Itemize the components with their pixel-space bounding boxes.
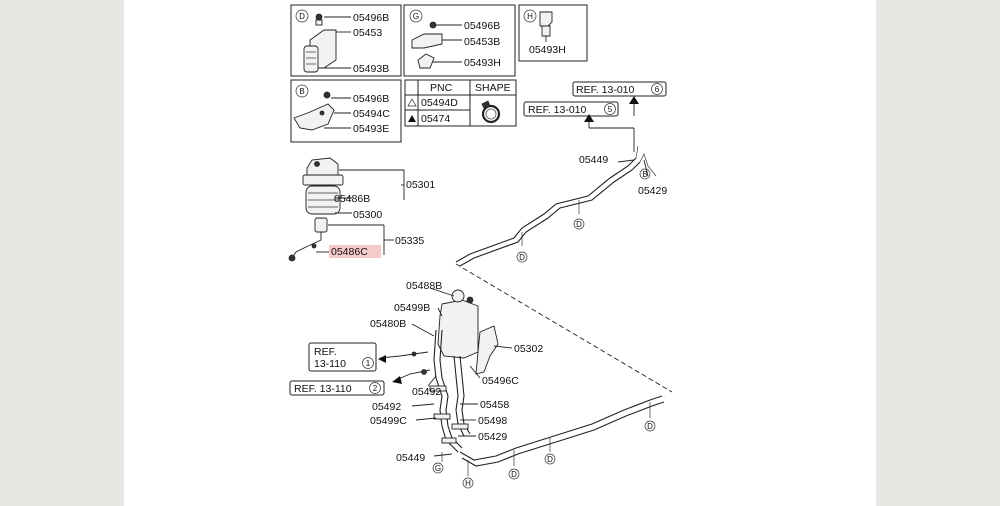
ref-13-110-1-line1: REF.: [314, 346, 337, 358]
inset-g: G 05496B 05453B 05493H: [403, 4, 516, 77]
inset-b-letter: B: [299, 87, 304, 96]
lower-clip-h: H: [465, 479, 471, 488]
filter-label-05486b: 05486B: [334, 193, 370, 205]
upper-pipe-assembly: 05449 05429 B D D: [455, 145, 667, 267]
reservoir-assembly: 05488B 05499B 05480B 05302 05496C 05492 …: [370, 280, 665, 489]
res-label-05480b: 05480B: [370, 318, 406, 330]
ref-13-110-2[interactable]: REF. 13-110 2: [289, 380, 385, 396]
inset-g-letter: G: [413, 12, 419, 21]
ref-13-010-5-num: 5: [608, 105, 613, 114]
inset-d-part-1: 05496B: [353, 12, 389, 24]
res-label-05499c: 05499C: [370, 415, 407, 427]
ref-13-110-1[interactable]: REF. 13-110 1: [308, 342, 377, 372]
lower-clip-d3: D: [647, 422, 653, 431]
hose-clamp-icon: [481, 104, 501, 124]
inset-b-part-3: 05493E: [353, 123, 389, 135]
ref-13-010-5[interactable]: REF. 13-010 5: [523, 101, 619, 117]
ref-13-010-5-label: REF. 13-010: [528, 104, 587, 116]
res-label-05429: 05429: [478, 431, 507, 443]
inset-d-part-2: 05453: [353, 27, 382, 39]
res-label-05492-b: 05492: [372, 401, 401, 413]
pnc-row-2: 05474: [421, 113, 450, 125]
ref-13-110-1-num: 1: [366, 359, 371, 368]
upper-pipe-label-05429: 05429: [638, 185, 667, 197]
upper-clip-d1: D: [576, 220, 582, 229]
filled-triangle-icon: [408, 115, 416, 122]
res-label-05496c: 05496C: [482, 375, 519, 387]
parts-diagram-page: D 05496B 05453 05493B G 05496B 05453B 05…: [124, 0, 876, 506]
inset-b-part-1: 05496B: [353, 93, 389, 105]
fuel-filter-assembly: 05301 05486B 05300 05335 05486C: [288, 157, 435, 262]
inset-d-part-3: 05493B: [353, 63, 389, 75]
res-label-05498: 05498: [478, 415, 507, 427]
pnc-row-1: 05494D: [421, 97, 458, 109]
pnc-shape-table: PNC SHAPE 05494D 05474: [404, 79, 517, 127]
ref-13-010-6-label: REF. 13-010: [576, 84, 635, 96]
res-label-05302: 05302: [514, 343, 543, 355]
inset-b: B 05496B 05494C 05493E: [290, 79, 402, 143]
ref-13-010-6-num: 6: [655, 85, 660, 94]
res-label-05458: 05458: [480, 399, 509, 411]
filter-label-05301: 05301: [406, 179, 435, 191]
ref-13-110-2-label: REF. 13-110: [294, 383, 352, 395]
res-label-05488b: 05488B: [406, 280, 442, 292]
res-label-05499b: 05499B: [394, 302, 430, 314]
open-triangle-icon: [407, 98, 417, 107]
res-label-05492-a: 05492: [412, 386, 441, 398]
inset-h-part-1: 05493H: [529, 44, 566, 56]
lower-clip-g: G: [435, 464, 441, 473]
shape-header: SHAPE: [475, 82, 511, 94]
inset-b-part-2: 05494C: [353, 108, 390, 120]
lower-clip-d2: D: [547, 455, 553, 464]
filter-label-05300: 05300: [353, 209, 382, 221]
inset-h: H 05493H: [518, 4, 588, 62]
ref-13-010-6[interactable]: REF. 13-010 6: [572, 81, 667, 97]
ref-13-110-2-num: 2: [373, 384, 378, 393]
inset-d-letter: D: [299, 12, 305, 21]
parts-diagram: D 05496B 05453 05493B G 05496B 05453B 05…: [288, 4, 673, 489]
filter-label-05486c[interactable]: 05486C: [331, 246, 368, 258]
filter-label-05335: 05335: [395, 235, 424, 247]
inset-g-part-2: 05453B: [464, 36, 500, 48]
upper-clip-d2: D: [519, 253, 525, 262]
highlight-05486c: [329, 245, 381, 258]
inset-g-part-3: 05493H: [464, 57, 501, 69]
ref-13-110-1-line2: 13-110: [314, 358, 346, 370]
upper-clip-b: B: [642, 170, 647, 179]
inset-g-part-1: 05496B: [464, 20, 500, 32]
upper-pipe-label-05449: 05449: [579, 154, 608, 166]
inset-h-letter: H: [527, 12, 533, 21]
inset-d: D 05496B 05453 05493B: [290, 4, 402, 77]
dashed-connector: [455, 263, 673, 393]
pnc-header: PNC: [430, 82, 453, 94]
res-label-05449: 05449: [396, 452, 425, 464]
lower-clip-d1: D: [511, 470, 517, 479]
